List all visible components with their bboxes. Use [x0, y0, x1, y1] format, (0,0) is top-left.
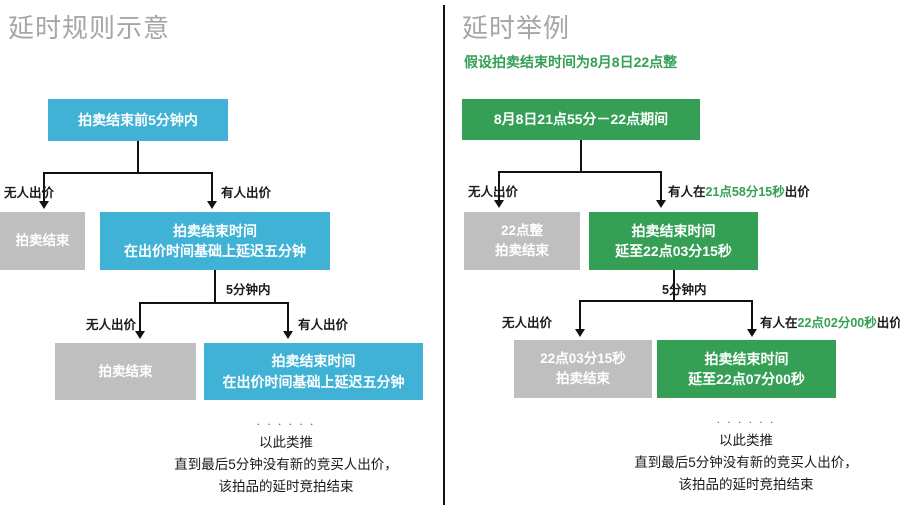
right-connector-l2-left-drop: [579, 300, 581, 331]
right-label-no-bid-2: 无人出价: [502, 316, 553, 330]
right-box-extend-1-line-1: 拍卖结束时间: [631, 222, 716, 239]
right-arrowhead-has-bid-2: [747, 329, 757, 337]
left-connector-l2-stem: [214, 270, 216, 303]
right-footnote-line-2: 直到最后5分钟没有新的竞买人出价，: [634, 455, 858, 471]
left-arrowhead-has-bid-2: [283, 331, 293, 339]
right-label-has-bid-2-prefix: 有人在: [760, 316, 798, 330]
right-label-has-bid-2-time: 22点02分00秒: [797, 316, 877, 330]
left-label-window-2: 5分钟内: [226, 283, 271, 297]
left-box-extend-1: 拍卖结束时间 在出价时间基础上延迟五分钟: [100, 212, 330, 270]
right-box-auction-end-1-line-1: 22点整: [500, 223, 544, 239]
left-connector-root-stem: [137, 141, 139, 173]
right-connector-right-drop: [660, 171, 662, 202]
left-footnote-line-1: 以此类推: [259, 434, 313, 450]
right-box-auction-end-1-line-2: 拍卖结束: [495, 243, 549, 258]
left-connector-l2-left-drop: [139, 302, 141, 333]
right-box-extend-1: 拍卖结束时间 延至22点03分15秒: [589, 212, 758, 270]
right-label-no-bid-1: 无人出价: [468, 185, 519, 199]
left-box-extend-2: 拍卖结束时间 在出价时间基础上延迟五分钟: [204, 343, 423, 400]
right-arrowhead-no-bid-1: [494, 200, 504, 208]
right-box-auction-end-2-line-1: 22点03分15秒: [540, 351, 626, 367]
right-panel-subtitle: 假设拍卖结束时间为8月8日22点整: [464, 54, 678, 70]
left-label-has-bid-2: 有人出价: [298, 318, 349, 332]
right-footnote-line-1: 以此类推: [719, 432, 773, 448]
right-connector-l2-bar: [579, 300, 753, 302]
left-box-auction-end-2: 拍卖结束: [55, 343, 196, 400]
right-label-has-bid-1-time: 21点58分15秒: [705, 185, 785, 199]
right-box-extend-2: 拍卖结束时间 延至22点07分00秒: [657, 340, 836, 398]
panel-divider: [443, 5, 445, 505]
right-footnote-line-3: 该拍品的延时竞拍结束: [678, 477, 814, 493]
right-box-auction-end-2: 22点03分15秒 拍卖结束: [514, 340, 652, 398]
left-box-extend-2-line-2: 在出价时间基础上延迟五分钟: [222, 373, 405, 390]
left-connector-left-drop: [43, 172, 45, 203]
right-box-extend-2-line-2: 延至22点07分00秒: [688, 371, 805, 387]
right-connector-root-stem: [580, 140, 582, 172]
left-footnote: . . . . . . 以此类推 直到最后5分钟没有新的竞买人出价， 该拍品的延…: [146, 412, 426, 499]
left-connector-right-drop: [211, 172, 213, 203]
left-arrowhead-has-bid-1: [207, 201, 217, 209]
right-box-auction-end-2-line-2: 拍卖结束: [556, 371, 610, 386]
right-root-box: 8月8日21点55分－22点期间: [462, 99, 700, 140]
right-label-has-bid-1: 有人在21点58分15秒出价: [668, 181, 810, 200]
left-arrowhead-no-bid-2: [135, 331, 145, 339]
right-box-extend-2-line-1: 拍卖结束时间: [704, 350, 789, 367]
left-panel-title: 延时规则示意: [8, 13, 171, 43]
left-arrowhead-no-bid-1: [39, 201, 49, 209]
right-label-has-bid-2: 有人在22点02分00秒出价: [760, 312, 900, 331]
right-label-has-bid-1-prefix: 有人在: [668, 185, 706, 199]
right-footnote-dots: . . . . . .: [716, 412, 776, 426]
left-connector-l2-bar: [139, 302, 289, 304]
right-connector-l2-stem: [673, 270, 675, 301]
left-box-auction-end-1: 拍卖结束: [0, 212, 85, 270]
left-box-auction-end-1-line-1: 拍卖结束: [15, 233, 70, 249]
left-label-no-bid-1: 无人出价: [4, 186, 55, 200]
right-footnote: . . . . . . 以此类推 直到最后5分钟没有新的竞买人出价， 该拍品的延…: [606, 410, 886, 497]
left-footnote-line-3: 该拍品的延时竞拍结束: [218, 479, 354, 495]
left-label-has-bid-1: 有人出价: [221, 186, 272, 200]
right-label-has-bid-1-suffix: 出价: [784, 185, 810, 199]
left-label-no-bid-2: 无人出价: [86, 318, 137, 332]
left-footnote-dots: . . . . . .: [256, 414, 316, 428]
right-arrowhead-no-bid-2: [575, 329, 585, 337]
right-label-has-bid-2-suffix: 出价: [876, 316, 900, 330]
left-connector-root-bar: [43, 172, 213, 174]
right-root-box-line-1: 8月8日21点55分－22点期间: [493, 111, 669, 128]
left-panel: 延时规则示意 拍卖结束前5分钟内 无人出价 有人出价 拍卖结束 拍卖结束时间 在…: [0, 0, 444, 509]
left-root-box-line-1: 拍卖结束前5分钟内: [78, 111, 198, 128]
right-connector-left-drop: [498, 171, 500, 202]
right-box-auction-end-1: 22点整 拍卖结束: [464, 212, 580, 270]
right-arrowhead-has-bid-1: [656, 200, 666, 208]
left-box-extend-1-line-1: 拍卖结束时间: [173, 222, 257, 239]
right-panel: 延时举例 假设拍卖结束时间为8月8日22点整 8月8日21点55分－22点期间 …: [444, 0, 900, 509]
right-label-window-2: 5分钟内: [662, 283, 707, 297]
left-root-box: 拍卖结束前5分钟内: [48, 99, 228, 141]
right-panel-title: 延时举例: [462, 13, 571, 43]
right-box-extend-1-line-2: 延至22点03分15秒: [615, 243, 732, 259]
left-box-extend-2-line-1: 拍卖结束时间: [271, 353, 356, 370]
left-box-extend-1-line-2: 在出价时间基础上延迟五分钟: [124, 243, 306, 259]
left-connector-l2-right-drop: [287, 302, 289, 333]
right-connector-root-bar: [498, 171, 662, 173]
right-connector-l2-right-drop: [751, 300, 753, 331]
left-box-auction-end-2-line-1: 拍卖结束: [98, 363, 153, 379]
left-footnote-line-2: 直到最后5分钟没有新的竞买人出价，: [174, 457, 398, 473]
